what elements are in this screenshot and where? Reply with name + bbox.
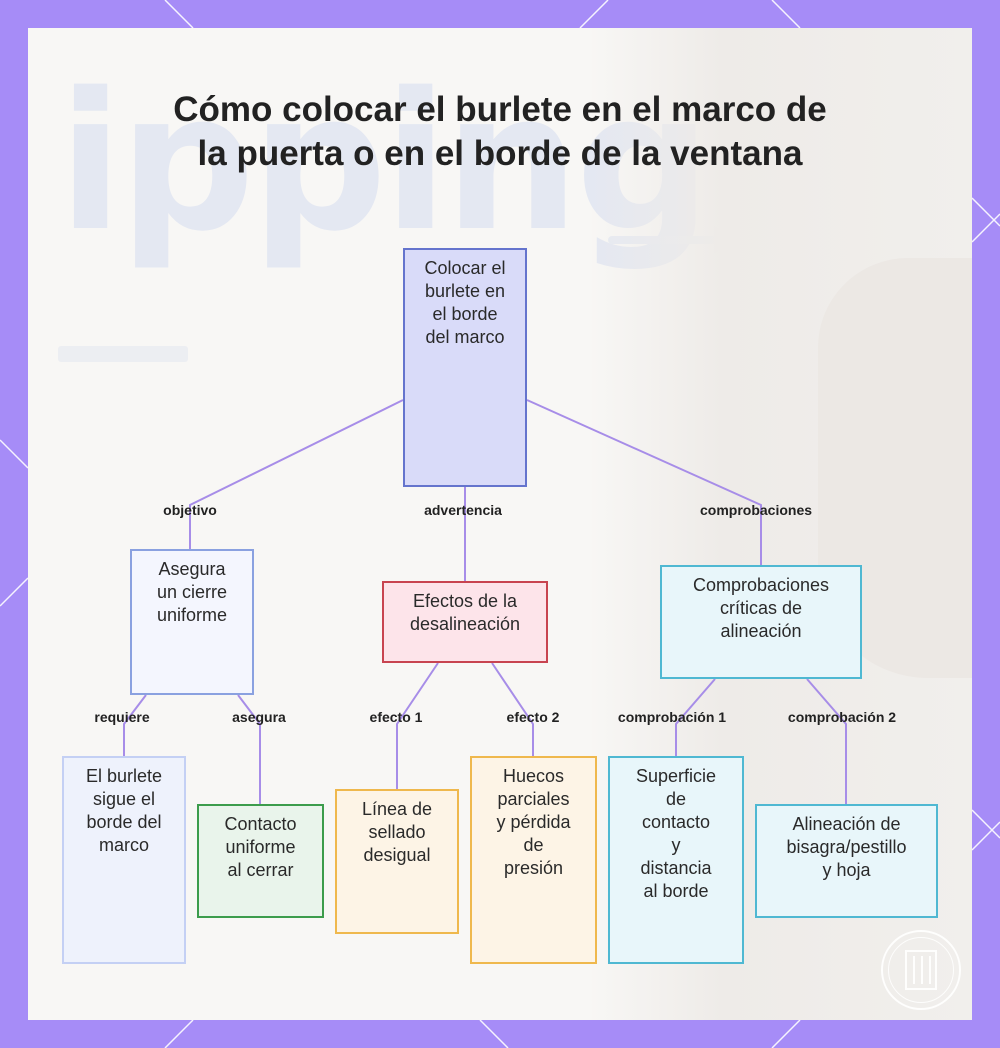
node-text-line: desigual xyxy=(363,845,431,865)
background-bar xyxy=(58,346,188,362)
node-text-line: presión xyxy=(503,858,564,878)
edge-checks-check1 xyxy=(675,678,716,756)
node-text-line: Comprobaciones xyxy=(692,575,830,595)
diagram-edges xyxy=(123,399,847,804)
node-text-line: de xyxy=(665,789,687,809)
node-text-line: y xyxy=(671,835,681,855)
edge-label-requires: requiere xyxy=(94,709,150,725)
edge-warning-effect1 xyxy=(396,662,439,789)
node-text-line: contacto xyxy=(641,812,711,832)
node-objective: Asegura un cierre uniforme xyxy=(130,549,254,695)
edge-root-checks xyxy=(526,399,762,565)
edge-warning-effect2 xyxy=(491,662,534,756)
edge-root-objective xyxy=(189,399,404,549)
diagram-card: ipping Cómo colocar el burlete en el mar… xyxy=(28,28,972,1020)
node-text-line: al borde xyxy=(643,881,709,901)
node-text-line: Línea de xyxy=(361,799,433,819)
edge-label-checks: comprobaciones xyxy=(699,502,813,518)
node-text-line: alineación xyxy=(720,621,802,641)
node-text-line: parciales xyxy=(497,789,570,809)
page-title: Cómo colocar el burlete en el marco de l… xyxy=(173,90,827,173)
node-text-line: Alineación de xyxy=(792,814,901,834)
edge-label-check1: comprobación 1 xyxy=(617,709,727,725)
edge-label-effect2: efecto 2 xyxy=(506,709,560,725)
node-check2: Alineación de bisagra/pestillo y hoja xyxy=(755,804,938,918)
node-text-line: Superficie xyxy=(635,766,717,786)
node-effect1: Línea de sellado desigual xyxy=(335,789,459,934)
node-text-line: uniforme xyxy=(156,605,228,625)
node-requires: El burlete sigue el borde del marco xyxy=(62,756,186,964)
node-text-line: al cerrar xyxy=(227,860,294,880)
node-text-line: de xyxy=(523,835,544,855)
node-check1: Superficie de contacto y distancia al bo… xyxy=(608,756,744,964)
node-text-line: Efectos de la xyxy=(412,591,518,611)
node-text-line: El burlete xyxy=(85,766,163,786)
node-text-line: sigue el xyxy=(92,789,156,809)
node-text-line: un cierre xyxy=(156,582,228,602)
node-text-line: bisagra/pestillo xyxy=(786,837,907,857)
node-text-line: desalineación xyxy=(409,614,521,634)
node-checks: Comprobaciones críticas de alineación xyxy=(660,565,862,679)
edge-label-check2: comprobación 2 xyxy=(787,709,897,725)
node-text-line: Colocar el xyxy=(424,258,506,278)
node-text-line: del marco xyxy=(425,327,505,347)
node-text-line: críticas de xyxy=(719,598,803,618)
edge-label-warning: advertencia xyxy=(424,502,502,518)
node-text-line: marco xyxy=(98,835,149,855)
node-ensures: Contacto uniforme al cerrar xyxy=(197,804,324,918)
node-text-line: el borde xyxy=(432,304,498,324)
node-text-line: burlete en xyxy=(424,281,506,301)
brand-seal-logo xyxy=(881,930,961,1010)
edge-objective-requires xyxy=(123,694,147,756)
node-text-line: sellado xyxy=(368,822,426,842)
edge-label-objective: objetivo xyxy=(163,502,217,518)
edge-objective-ensures xyxy=(237,694,261,804)
edge-checks-check2 xyxy=(806,678,847,804)
logo-door-icon xyxy=(905,950,937,990)
node-warning: Efectos de la desalineación xyxy=(382,581,548,663)
node-effect2: Huecos parciales y pérdida de presión xyxy=(470,756,597,964)
edge-label-effect1: efecto 1 xyxy=(369,709,423,725)
node-text-line: Asegura xyxy=(158,559,226,579)
node-text-line: y pérdida xyxy=(496,812,571,832)
node-root: Colocar el burlete en el borde del marco xyxy=(403,248,527,487)
node-text-line: y hoja xyxy=(822,860,871,880)
node-text-line: borde del xyxy=(86,812,162,832)
node-text-line: Huecos xyxy=(502,766,565,786)
node-text-line: distancia xyxy=(640,858,712,878)
node-text-line: Contacto xyxy=(224,814,297,834)
edge-label-ensures: asegura xyxy=(232,709,286,725)
node-text-line: uniforme xyxy=(225,837,296,857)
logo-ring xyxy=(888,937,954,1003)
